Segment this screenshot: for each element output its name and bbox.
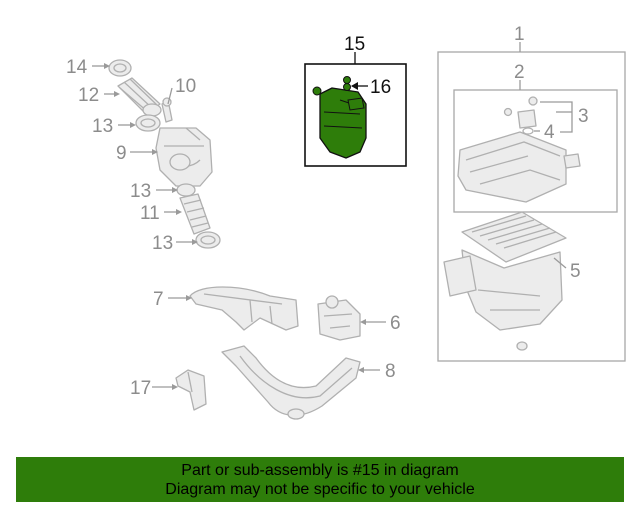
part-17-bracket[interactable] — [175, 369, 207, 411]
part-3-sensor[interactable] — [503, 96, 581, 169]
callout-17: 17 — [130, 378, 151, 399]
callout-11: 11 — [140, 203, 160, 224]
part-7-intake-duct[interactable] — [189, 286, 299, 331]
callout-12: 12 — [78, 85, 99, 106]
info-banner: Part or sub-assembly is #15 in diagram D… — [16, 457, 624, 502]
part-11-hose[interactable] — [179, 193, 211, 235]
banner-line-2: Diagram may not be specific to your vehi… — [165, 481, 475, 498]
callout-4: 4 — [544, 122, 555, 143]
part-1-outer-box — [437, 51, 626, 362]
callout-2: 2 — [514, 62, 525, 83]
callout-8: 8 — [385, 361, 396, 382]
callout-9: 9 — [116, 143, 127, 164]
callout-15: 15 — [344, 34, 365, 55]
callout-16: 16 — [370, 77, 391, 98]
callout-1: 1 — [514, 24, 525, 45]
part-13-clamp-middle[interactable] — [176, 183, 196, 197]
part-13-clamp-lower[interactable] — [195, 231, 221, 249]
callout-10: 10 — [175, 76, 196, 97]
callout-7: 7 — [153, 289, 164, 310]
part-4-o-ring[interactable] — [522, 127, 534, 135]
banner-line-1: Part or sub-assembly is #15 in diagram — [181, 462, 459, 479]
callout-3: 3 — [578, 106, 589, 127]
part-15-highlighted-assembly[interactable] — [319, 87, 367, 159]
callout-13-upper: 13 — [92, 116, 113, 137]
part-12-hose[interactable] — [117, 77, 162, 117]
part-6-valve-assembly[interactable] — [317, 295, 361, 341]
callout-13-lower: 13 — [152, 233, 173, 254]
part-13-clamp-upper[interactable] — [135, 114, 161, 132]
callout-13-middle: 13 — [130, 181, 151, 202]
leader-lines — [92, 63, 567, 390]
callout-5: 5 — [570, 261, 581, 282]
part-8-lower-duct[interactable] — [221, 345, 361, 420]
part-14-clamp[interactable] — [108, 59, 132, 77]
part-10-bolt[interactable] — [161, 97, 173, 123]
part-9-resonator[interactable] — [155, 127, 213, 187]
part-16-clip[interactable] — [343, 76, 351, 91]
callout-14: 14 — [66, 57, 88, 78]
part-15-clip-left[interactable] — [312, 86, 322, 96]
callout-6: 6 — [390, 313, 401, 334]
part-2-cleaner-cap[interactable] — [457, 131, 567, 203]
part-2-inner-box — [453, 89, 618, 213]
part-5-filter-housing[interactable] — [443, 211, 567, 351]
